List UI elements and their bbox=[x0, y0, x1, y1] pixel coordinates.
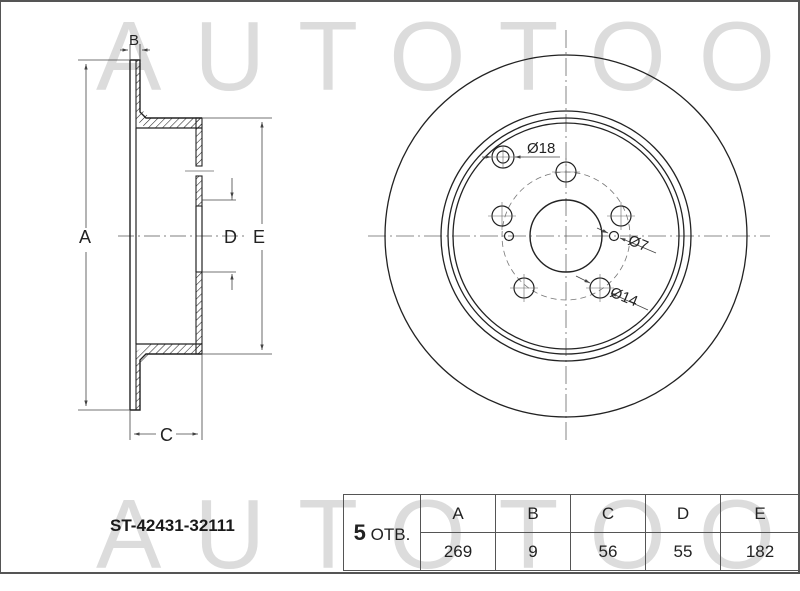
side-view-section bbox=[118, 59, 245, 411]
dimension-label-e: E bbox=[253, 227, 266, 247]
stud-hole-left bbox=[488, 202, 516, 230]
holes-count-cell: 5 ОТВ. bbox=[343, 494, 421, 571]
value-a: 269 bbox=[420, 532, 496, 571]
stud-holes bbox=[488, 145, 635, 302]
stud-hole-bottom-right bbox=[586, 274, 614, 302]
dimension-label-c: C bbox=[160, 425, 173, 445]
stud-hole-top bbox=[552, 158, 580, 186]
side-view-dimensions bbox=[78, 44, 272, 440]
spec-table: 5 ОТВ. A B C D E 269 9 56 55 182 bbox=[343, 494, 800, 571]
value-c: 56 bbox=[570, 532, 646, 571]
stud-hole-right bbox=[607, 202, 635, 230]
holes-count: 5 bbox=[353, 519, 366, 545]
front-view-leaders bbox=[482, 155, 657, 311]
dimension-label-b: B bbox=[129, 32, 140, 49]
front-view-disc bbox=[368, 30, 770, 440]
dimension-label-a: A bbox=[79, 227, 92, 247]
header-c: C bbox=[570, 494, 646, 533]
header-b: B bbox=[495, 494, 571, 533]
value-d: 55 bbox=[645, 532, 721, 571]
dimension-label-d: D bbox=[224, 227, 237, 247]
callout-large-hole-diameter: Ø18 bbox=[527, 140, 556, 157]
locating-hole-left bbox=[503, 230, 515, 242]
part-number: ST-42431-32111 bbox=[110, 516, 235, 535]
header-d: D bbox=[645, 494, 721, 533]
value-b: 9 bbox=[495, 532, 571, 571]
holes-suffix: ОТВ. bbox=[370, 524, 411, 544]
spec-table-value-row: 269 9 56 55 182 bbox=[344, 532, 800, 571]
locating-hole-right bbox=[608, 230, 620, 242]
technical-drawing bbox=[78, 30, 770, 440]
header-e: E bbox=[720, 494, 800, 533]
stud-hole-bottom-left bbox=[510, 274, 538, 302]
spec-table-header-row: 5 ОТВ. A B C D E bbox=[343, 494, 800, 571]
header-a: A bbox=[420, 494, 496, 533]
value-e: 182 bbox=[720, 532, 800, 571]
